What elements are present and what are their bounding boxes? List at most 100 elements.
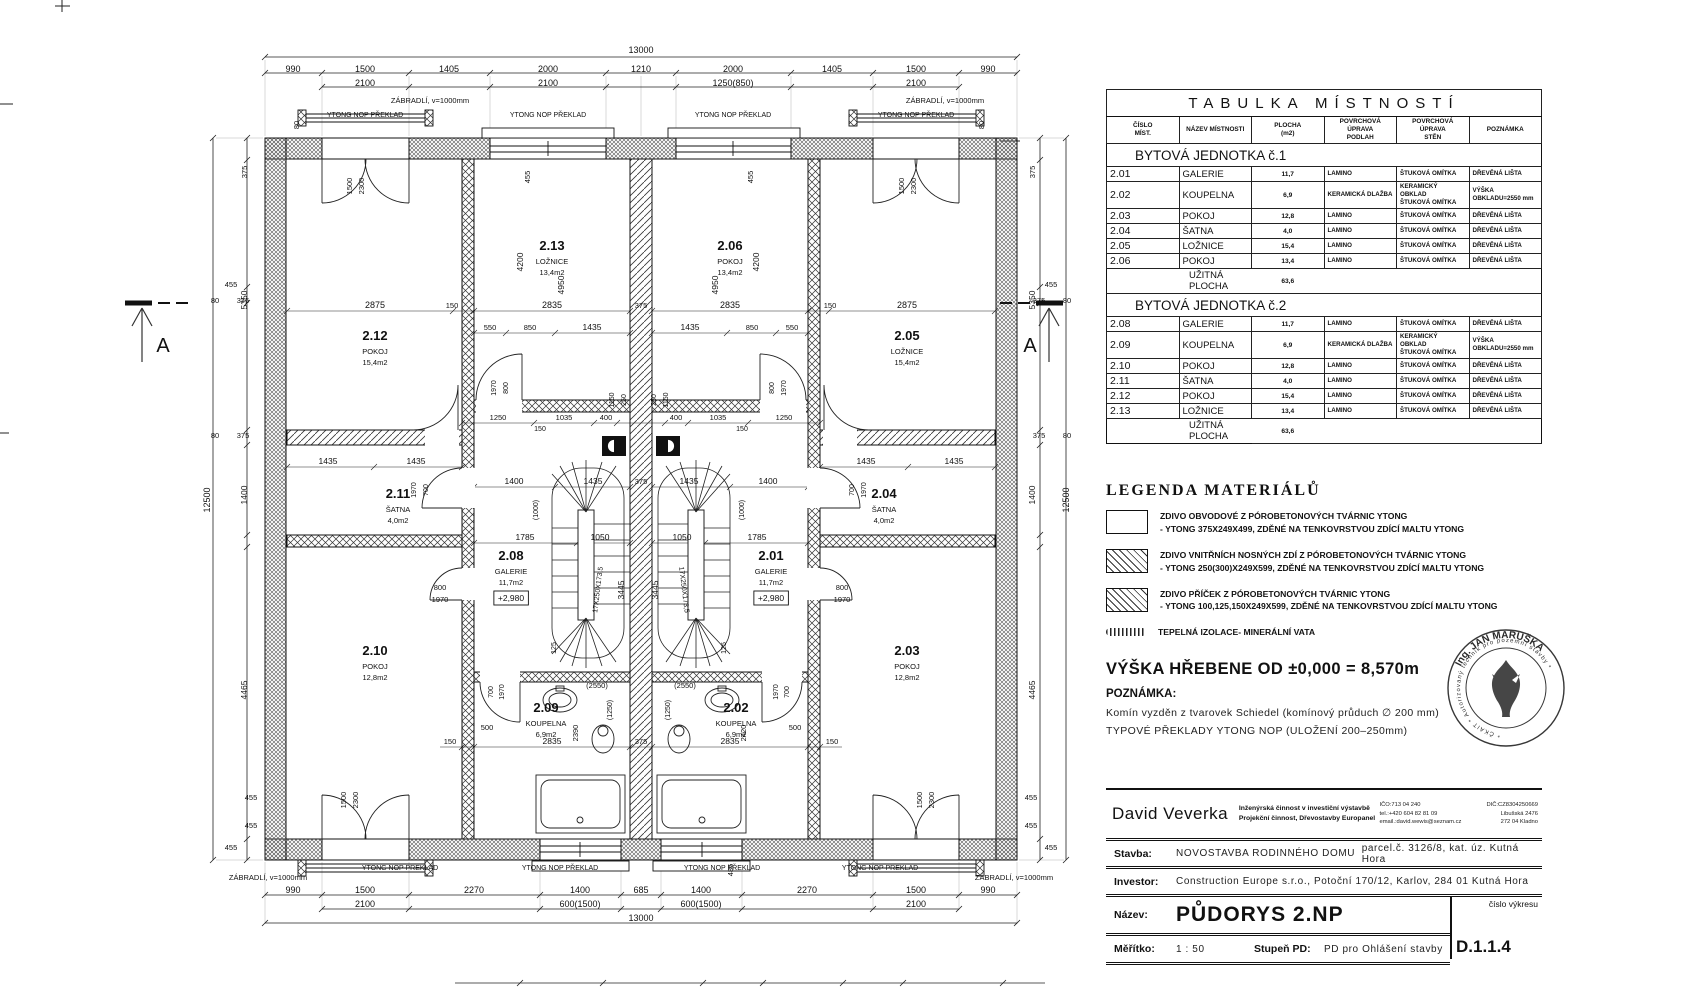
chimney [602, 436, 680, 456]
plan-label: 455 [1045, 280, 1058, 289]
room-cell: DŘEVĚNÁ LIŠTA [1468, 166, 1542, 182]
plan-label: 1500 [355, 64, 375, 74]
plan-label: 800 [769, 382, 776, 394]
plan-label: POKOJ [894, 662, 920, 671]
plan-label: ZÁBRADLÍ, v=1000mm [906, 96, 984, 105]
floor-plan: 1300099015001405200012102000140515009902… [0, 0, 1071, 987]
plan-label: 375 [240, 166, 249, 179]
plan-label: 6,9m2 [536, 730, 557, 739]
plan-label: 2835 [720, 300, 740, 310]
room-table-header: ČÍSLO MÍST. NÁZEV MÍSTNOSTI PLOCHA (m2) … [1106, 116, 1542, 144]
plan-label: +2,980 [498, 593, 525, 603]
plan-label: 455 [225, 280, 238, 289]
plan-label: 6,9m2 [726, 730, 747, 739]
plan-label: 4200 [515, 252, 525, 271]
room-cell: DŘEVĚNÁ LIŠTA [1468, 403, 1542, 420]
plan-label: LOŽNICE [891, 347, 924, 356]
room-cell: ŠTUKOVÁ OMÍTKA [1396, 358, 1470, 375]
plan-label: 700 [423, 484, 430, 496]
plan-label: 2100 [906, 78, 926, 88]
plan-label: 13,4m2 [717, 268, 742, 277]
meritko-value: 1 : 50 [1176, 943, 1205, 955]
room-cell: ŠTUKOVÁ OMÍTKA [1396, 208, 1470, 225]
room-cell: LOŽNICE [1178, 238, 1252, 255]
plan-label: 1500 [906, 885, 926, 895]
plan-label: 1400 [570, 885, 590, 895]
room-cell: 2.06 [1106, 253, 1180, 270]
plan-label: 700 [849, 484, 856, 496]
plan-label: 1250(850) [712, 78, 753, 88]
plan-label: (2550) [674, 681, 696, 690]
plan-label: 375 [237, 296, 250, 305]
plan-label: 455 [746, 171, 755, 184]
plan-label: 5350 [1027, 290, 1037, 309]
plan-label: 375 [635, 737, 648, 746]
room-cell: DŘEVĚNÁ LIŠTA [1468, 316, 1542, 333]
plan-label: 2.08 [498, 548, 523, 563]
plan-label: 1435 [584, 476, 603, 486]
unit-section-row: BYTOVÁ JEDNOTKA č.1 [1106, 143, 1542, 167]
legend-items: ZDIVO OBVODOVÉ Z PÓROBETONOVÝCH TVÁRNIC … [1106, 510, 1546, 639]
plan-label: 1500 [897, 178, 906, 195]
plan-label: 4950 [710, 275, 720, 294]
plan-label: 2.09 [533, 700, 558, 715]
plan-label: 990 [980, 64, 995, 74]
room-cell: 15,4 [1251, 238, 1325, 255]
plan-label: ŠATNA [386, 505, 410, 514]
stavba-parcel: parcel.č. 3126/8, kat. úz. Kutná Hora [1361, 842, 1519, 865]
plan-label: 1250 [776, 413, 793, 422]
room-cell: 2.08 [1106, 316, 1180, 333]
room-cell: ŠATNA [1178, 373, 1252, 390]
room-cell: ŠTUKOVÁ OMÍTKA [1396, 166, 1470, 182]
plan-label: 1405 [822, 64, 842, 74]
section-mark-left [125, 300, 188, 362]
plan-label: 375 [635, 301, 648, 310]
room-cell: 2.04 [1106, 223, 1180, 240]
plan-label: 550 [484, 323, 497, 332]
plan-label: 1970 [861, 482, 868, 498]
legend-item: ZDIVO PŘÍČEK Z PÓROBETONOVÝCH TVÁRNIC YT… [1106, 587, 1546, 614]
plan-label: 3445 [616, 580, 626, 599]
plan-label: YTONG NOP PŘEKLAD [510, 110, 586, 119]
plan-label: 1210 [631, 64, 651, 74]
plan-label: 1435 [407, 456, 426, 466]
room-cell: 13,4 [1251, 403, 1325, 420]
plan-label: 455 [245, 821, 258, 830]
plan-label: 2390 [571, 725, 580, 742]
room-cell: 2.05 [1106, 238, 1180, 255]
plan-label: 2.10 [362, 643, 387, 658]
room-cell: 11,7 [1251, 316, 1325, 333]
legend-item-text: ZDIVO OBVODOVÉ Z PÓROBETONOVÝCH TVÁRNIC … [1160, 511, 1465, 534]
plan-label: A [156, 335, 170, 357]
col-podlahy: POVRCHOVÁ ÚPRAVA PODLAH [1323, 116, 1397, 144]
nazev-label: Název: [1114, 909, 1148, 921]
wall-openings [321, 137, 960, 861]
room-cell: ŠTUKOVÁ OMÍTKA [1396, 223, 1470, 240]
cislo-vykresu-label: číslo výkresu [1488, 899, 1538, 909]
section-mark-right [1000, 300, 1063, 362]
plan-label: 800 [836, 583, 849, 592]
plan-label: 990 [285, 885, 300, 895]
plan-label: ŠATNA [872, 505, 896, 514]
plan-label: 2270 [464, 885, 484, 895]
legend-title: LEGENDA MATERIÁLŮ [1106, 482, 1321, 499]
plan-label: 1400 [759, 476, 778, 486]
plan-label: 2.11 [386, 486, 411, 501]
room-cell: DŘEVĚNÁ LIŠTA [1468, 208, 1542, 225]
plan-label: 2835 [542, 300, 562, 310]
title-block: David Veverka Inženýrská činnost v inves… [1106, 788, 1542, 965]
room-cell: DŘEVĚNÁ LIŠTA [1468, 253, 1542, 270]
plan-label: 150 [826, 737, 839, 746]
legend-item: TEPELNÁ IZOLACE- MINERÁLNÍ VATA [1106, 626, 1546, 639]
room-cell: 2.01 [1106, 166, 1180, 182]
plan-label: 1400 [691, 885, 711, 895]
plan-label: 80 [211, 296, 219, 305]
room-cell: DŘEVĚNÁ LIŠTA [1468, 358, 1542, 375]
author-description: Inženýrská činnost v investiční výstavbě… [1238, 805, 1376, 822]
room-cell: 4,0 [1251, 373, 1325, 390]
